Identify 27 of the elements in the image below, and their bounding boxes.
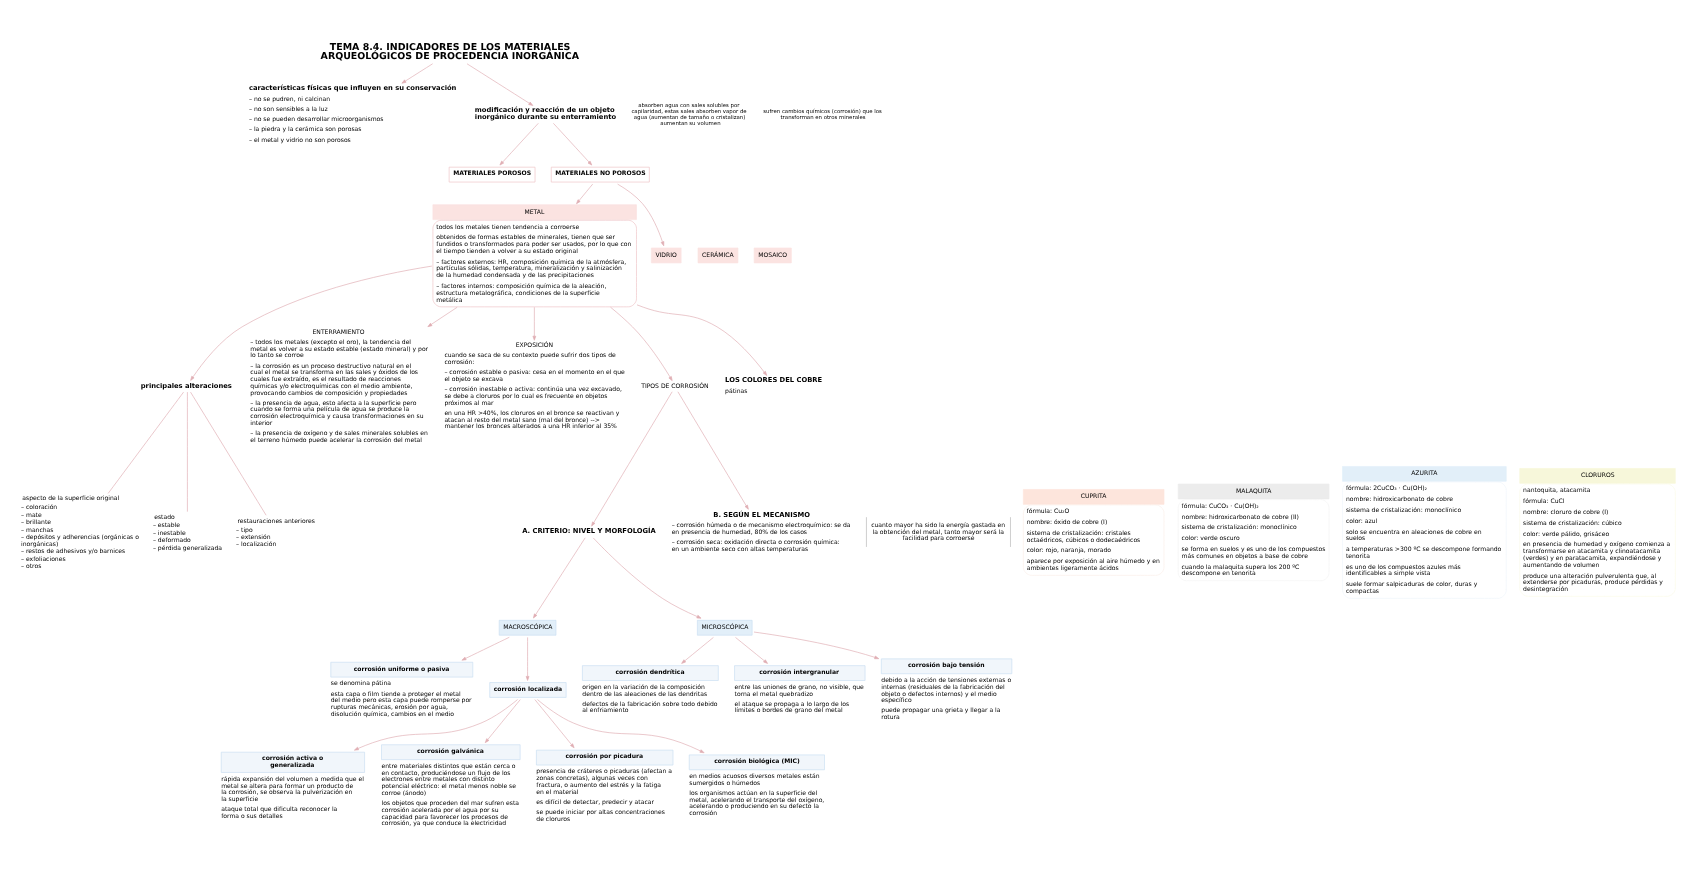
arrow [537,699,705,754]
arrow [461,636,510,661]
arrow [484,699,521,743]
connector [187,391,188,512]
arrow [499,122,539,166]
arrow [617,183,665,247]
arrow [681,637,714,664]
arrow [354,699,518,751]
arrow [466,63,534,106]
arrow [533,537,586,619]
arrow [592,537,702,619]
arrow [427,306,458,327]
arrow [591,391,673,527]
arrow [576,183,594,205]
arrow [401,63,433,84]
arrow [677,391,749,510]
arrow [553,122,593,166]
arrow [735,637,768,664]
arrow [753,631,880,660]
arrow [532,306,537,341]
arrow [190,265,433,381]
arrow [525,637,530,681]
arrow [610,306,673,381]
connector [190,391,267,516]
arrow [534,699,575,749]
connector [107,391,184,494]
arrow [636,304,768,376]
